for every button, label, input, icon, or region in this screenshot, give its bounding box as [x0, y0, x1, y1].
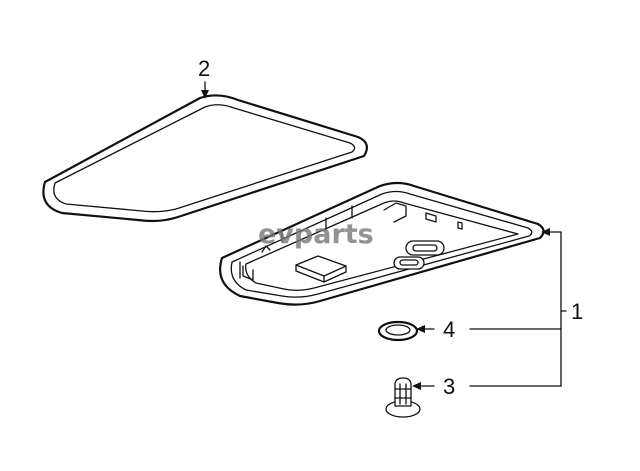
part-2-lens[interactable]	[42, 94, 369, 223]
part-4-washer[interactable]	[377, 320, 419, 342]
callout-2: 2	[198, 56, 210, 81]
part-1-housing[interactable]	[219, 181, 545, 306]
callout-4: 4	[443, 317, 455, 342]
part-3-clip[interactable]	[385, 377, 421, 418]
leader-lines	[201, 81, 567, 390]
callout-3: 3	[443, 374, 455, 399]
watermark-logo: evparts	[258, 219, 374, 250]
callout-1: 1	[571, 299, 583, 324]
